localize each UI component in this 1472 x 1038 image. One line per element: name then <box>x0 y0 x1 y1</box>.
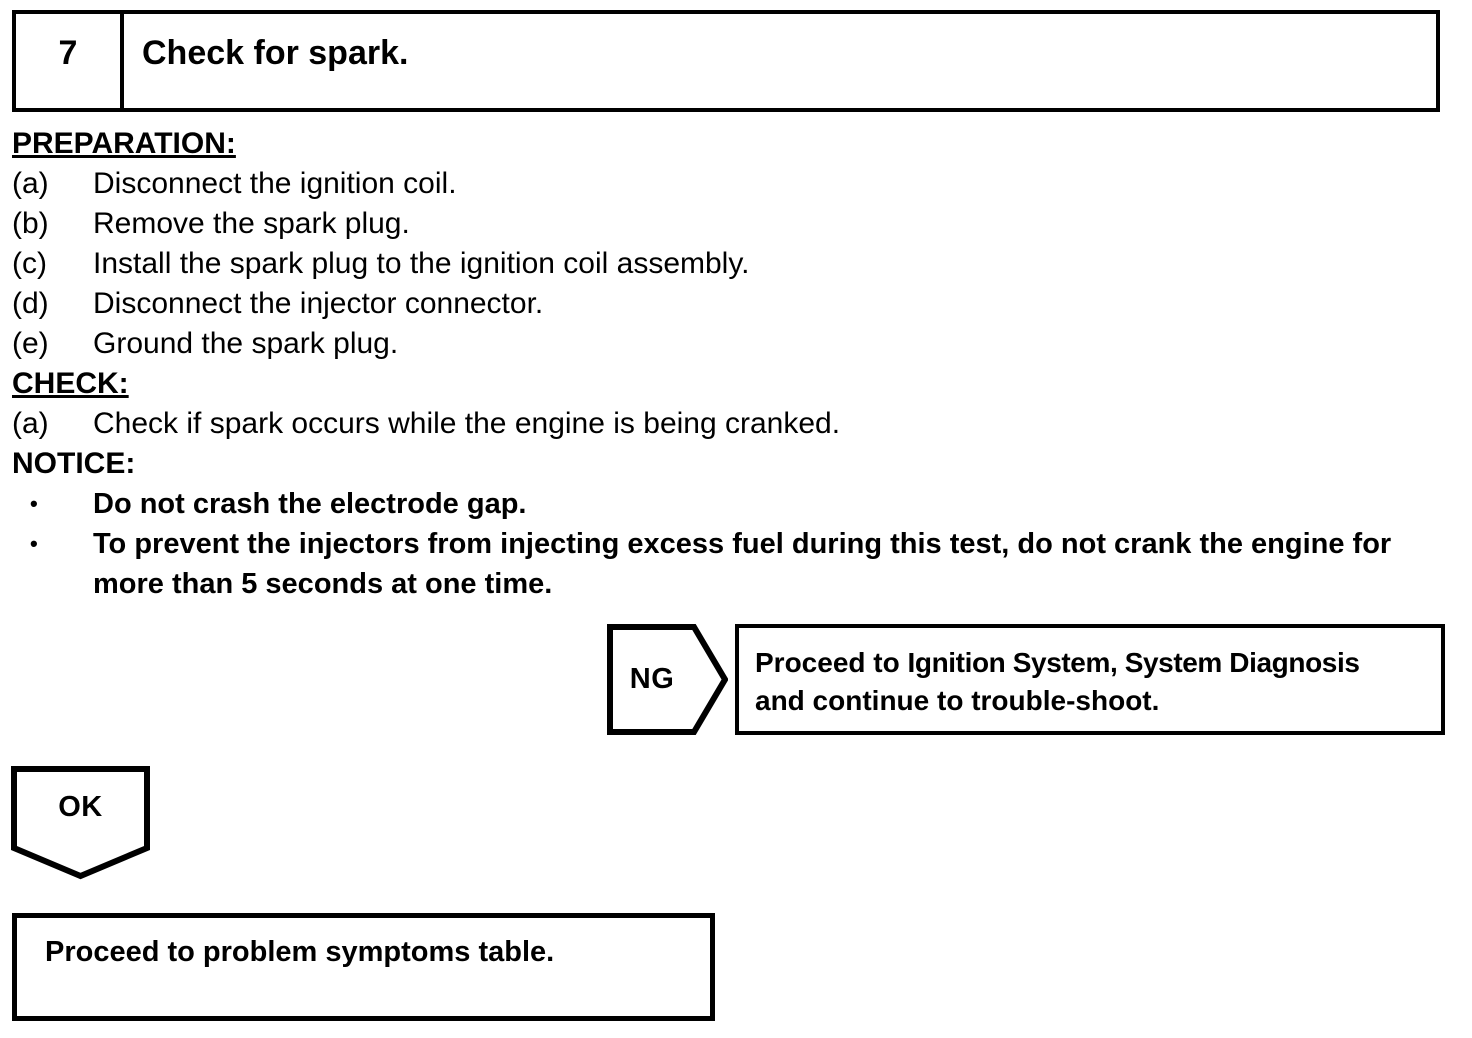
preparation-item: (d) Disconnect the injector connector. <box>12 284 1460 324</box>
ng-label: NG <box>629 663 675 695</box>
step-number: 7 <box>58 34 78 72</box>
notice-item: • Do not crash the electrode gap. <box>12 484 1460 524</box>
item-text: Check if spark occurs while the engine i… <box>93 407 841 440</box>
step-title: Check for spark. <box>142 34 409 72</box>
notice-heading: NOTICE: <box>12 447 136 480</box>
item-marker: (a) <box>12 407 49 440</box>
item-text: Disconnect the ignition coil. <box>93 167 457 200</box>
item-marker: (e) <box>12 327 49 360</box>
preparation-item: (c) Install the spark plug to the igniti… <box>12 244 1460 284</box>
item-marker: (a) <box>12 167 49 200</box>
bullet-icon: • <box>30 491 38 516</box>
ok-result-text: Proceed to problem symptoms table. <box>45 936 555 968</box>
ng-result-box: Proceed to Ignition System, System Diagn… <box>735 624 1445 735</box>
notice-text: Do not crash the electrode gap. <box>93 488 527 520</box>
step-header-table: 7 Check for spark. <box>12 10 1440 112</box>
ng-arrow-shape <box>607 624 728 735</box>
procedure-body: PREPARATION: (a) Disconnect the ignition… <box>12 124 1460 604</box>
ok-label: OK <box>58 790 103 823</box>
ng-result-line-1: Proceed to Ignition System, System Diagn… <box>755 644 1441 682</box>
bullet-icon: • <box>30 531 38 556</box>
ok-arrow-shape <box>10 766 151 880</box>
step-title-cell: Check for spark. <box>124 14 1436 108</box>
notice-item: • To prevent the injectors from injectin… <box>12 524 1460 604</box>
item-text: Install the spark plug to the ignition c… <box>93 247 750 280</box>
item-text: Remove the spark plug. <box>93 207 410 240</box>
check-item: (a) Check if spark occurs while the engi… <box>12 404 1460 444</box>
step-number-cell: 7 <box>16 14 124 108</box>
preparation-item: (b) Remove the spark plug. <box>12 204 1460 244</box>
ok-result-box: Proceed to problem symptoms table. <box>12 913 715 1021</box>
preparation-heading: PREPARATION: <box>12 127 236 160</box>
item-marker: (b) <box>12 207 49 240</box>
item-text: Disconnect the injector connector. <box>93 287 544 320</box>
ng-reference-link[interactable]: Ignition System, System Diagnosis <box>907 647 1360 678</box>
check-heading: CHECK: <box>12 367 129 400</box>
preparation-item: (a) Disconnect the ignition coil. <box>12 164 1460 204</box>
item-text: Ground the spark plug. <box>93 327 399 360</box>
ng-result-line-2: and continue to trouble-shoot. <box>755 685 1160 716</box>
ng-proceed-prefix: Proceed to <box>755 647 908 678</box>
item-marker: (c) <box>12 247 47 280</box>
item-marker: (d) <box>12 287 49 320</box>
notice-text: To prevent the injectors from injecting … <box>93 528 1392 600</box>
preparation-item: (e) Ground the spark plug. <box>12 324 1460 364</box>
